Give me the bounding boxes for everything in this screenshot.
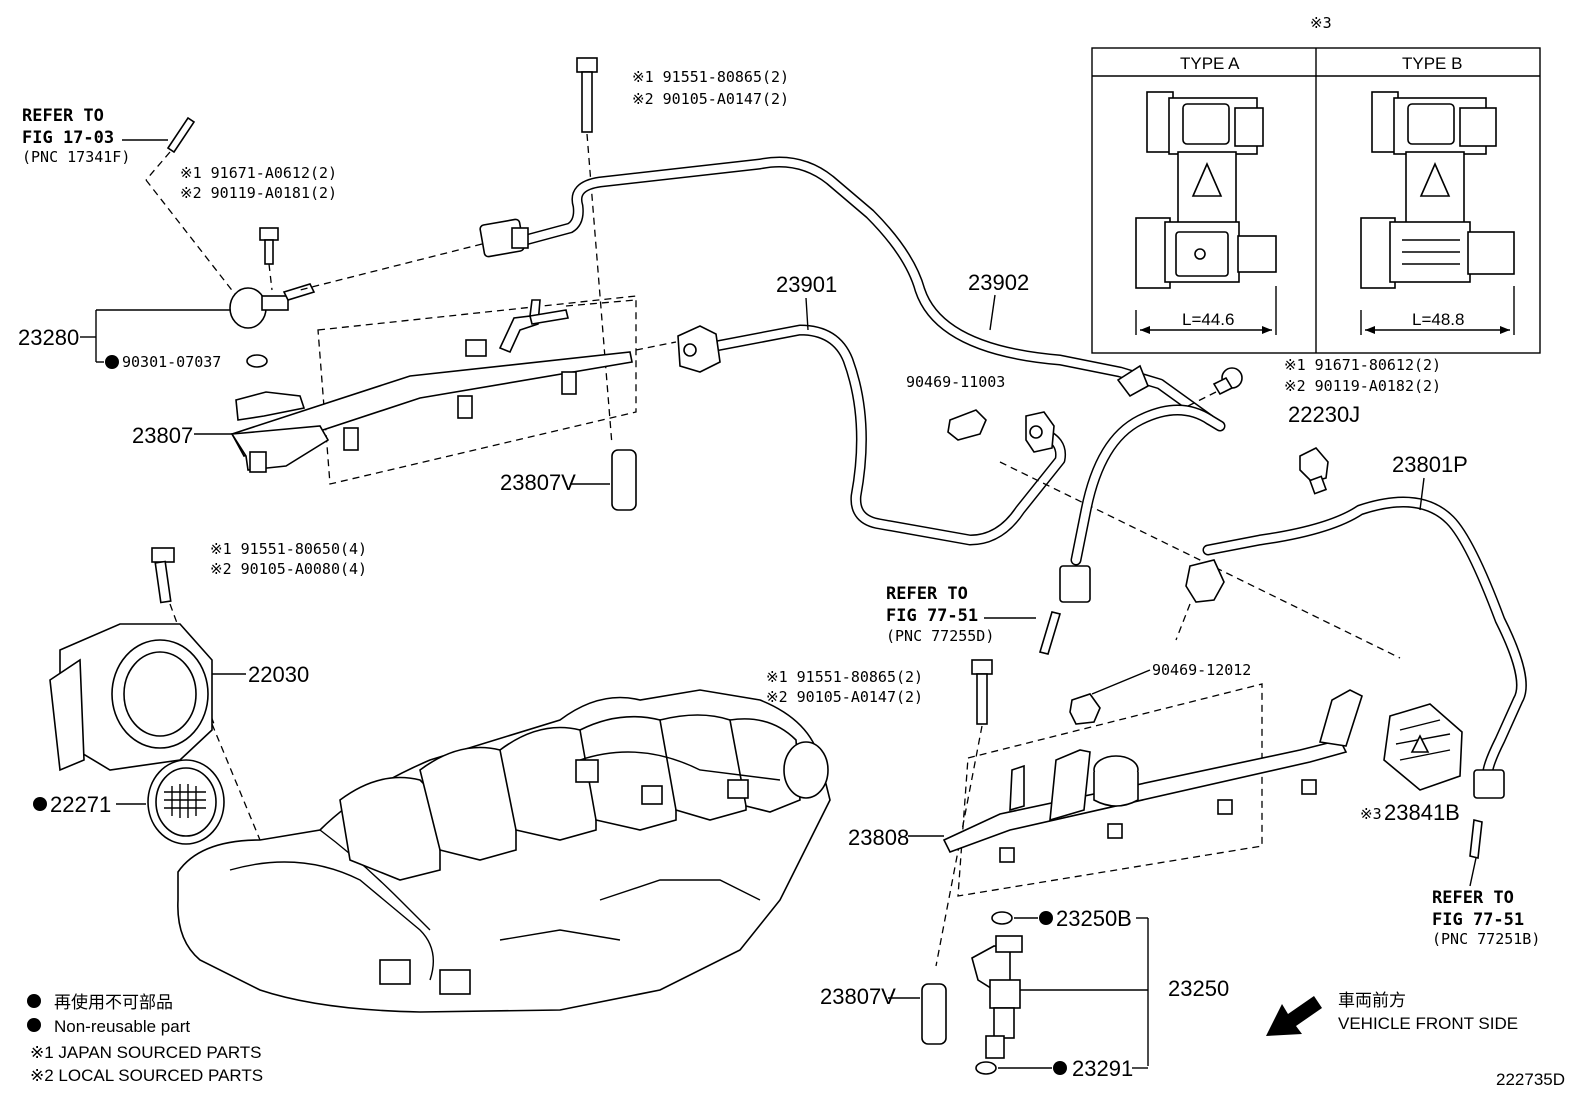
part-23250B-label: 23250B: [1056, 906, 1132, 931]
bolt-lower-2: ※2 90105-A0147(2): [766, 688, 923, 706]
legend: 再使用不可部品 Non-reusable part ※1 JAPAN SOURC…: [27, 992, 263, 1085]
type-b-length: L=48.8: [1412, 310, 1464, 329]
refer-label-3: REFER TO: [1432, 888, 1514, 908]
type-a-length: L=44.6: [1182, 310, 1234, 329]
clip-90469-11003: 90469-11003: [906, 373, 1401, 659]
hose-upper-left: [299, 156, 1216, 426]
non-reusable-dot: [105, 355, 119, 369]
part-23807V-bottom-label: 23807V: [820, 984, 896, 1009]
bolt-right-2: ※2 90119-A0182(2): [1284, 377, 1441, 395]
bolt-throttle-2: ※2 90105-A0080(4): [210, 560, 367, 578]
part-90469-11003-label: 90469-11003: [906, 373, 1005, 391]
connector-type-inset: ※3 TYPE A TYPE B L=44.6: [1091, 14, 1541, 354]
part-23807V-bottom: 23807V: [820, 983, 947, 1045]
part-23902: 23902: [968, 270, 1029, 331]
bolt-left-1: ※1 91671-A0612(2): [180, 164, 337, 182]
part-23841B-label: 23841B: [1384, 800, 1460, 825]
refer-fig-77-51-mid: REFER TO FIG 77-51 (PNC 77255D): [886, 584, 1062, 655]
vehicle-front-indicator: 車両前方 VEHICLE FRONT SIDE: [1266, 991, 1518, 1036]
part-23902-label: 23902: [968, 270, 1029, 295]
part-23250-label: 23250: [1168, 976, 1229, 1001]
refer-fig-2: FIG 77-51: [886, 606, 978, 626]
bolt-left: ※1 91671-A0612(2) ※2 90119-A0181(2): [180, 164, 337, 291]
part-23801P-label: 23801P: [1392, 452, 1468, 477]
fuel-rail-23807: [230, 295, 677, 485]
refer-fig-17-03: REFER TO FIG 17-03 (PNC 17341F): [22, 106, 239, 299]
bolt-top: ※1 91551-80865(2) ※2 90105-A0147(2): [576, 57, 789, 446]
part-90469-12012-label: 90469-12012: [1152, 661, 1251, 679]
bolt-right: ※1 91671-80612(2) ※2 90119-A0182(2): [1179, 356, 1441, 411]
intake-manifold: [177, 689, 831, 1013]
refer-fig-1: FIG 17-03: [22, 128, 114, 148]
type-b-connector: L=48.8: [1360, 91, 1515, 335]
injector-23250: 23250B 23250 23291: [971, 906, 1229, 1081]
hose-23901: 23901: [677, 272, 1067, 546]
part-23901-label: 23901: [776, 272, 837, 297]
bolt-throttle-1: ※1 91551-80650(4): [210, 540, 367, 558]
front-direction-arrow-icon: [1266, 996, 1322, 1036]
clip-90469-12012: 90469-12012: [1069, 661, 1251, 725]
bolt-left-2: ※2 90119-A0181(2): [180, 184, 337, 202]
bolt-lower: ※1 91551-80865(2) ※2 90105-A0147(2): [766, 659, 993, 967]
part-22230J-label: 22230J: [1288, 402, 1360, 427]
type-a-connector: L=44.6: [1135, 91, 1277, 335]
direction-jp: 車両前方: [1338, 991, 1406, 1010]
bolt-top-1: ※1 91551-80865(2): [632, 68, 789, 86]
legend-local-sourced: ※2 LOCAL SOURCED PARTS: [30, 1066, 263, 1085]
refer-label-1: REFER TO: [22, 106, 104, 126]
bolt-throttle: ※1 91551-80650(4) ※2 90105-A0080(4): [151, 540, 367, 725]
part-23280: 23280 90301-07037: [18, 283, 316, 371]
gasket-22271: 22271: [33, 723, 261, 845]
type-b-label: TYPE B: [1402, 54, 1462, 73]
legend-japan-sourced: ※1 JAPAN SOURCED PARTS: [30, 1043, 262, 1062]
part-23807V-top-label: 23807V: [500, 470, 576, 495]
part-23291-label: 23291: [1072, 1056, 1133, 1081]
refer-label-2: REFER TO: [886, 584, 968, 604]
fuel-rail-23808: 23808: [848, 603, 1363, 897]
hose-mid-right: [1059, 364, 1226, 603]
part-23807V-top: 23807V: [500, 449, 637, 511]
refer-fig-77-51-right: REFER TO FIG 77-51 (PNC 77251B): [1432, 819, 1540, 948]
legend-non-reusable-jp: 再使用不可部品: [54, 992, 173, 1012]
legend-non-reusable-en: Non-reusable part: [54, 1017, 190, 1036]
part-22271-label: 22271: [50, 792, 111, 817]
hose-23801P: 23801P: [1185, 452, 1527, 799]
part-23807: 23807: [132, 423, 232, 448]
part-22030-label: 22030: [248, 662, 309, 687]
refer-fig-3: FIG 77-51: [1432, 910, 1524, 930]
part-90301-label: 90301-07037: [122, 353, 221, 371]
bolt-lower-1: ※1 91551-80865(2): [766, 668, 923, 686]
throttle-body-22030: 22030: [49, 623, 309, 772]
bolt-top-2: ※2 90105-A0147(2): [632, 90, 789, 108]
type-a-label: TYPE A: [1180, 54, 1240, 73]
direction-en: VEHICLE FRONT SIDE: [1338, 1014, 1518, 1033]
connector-23841B: ※3 23841B: [1360, 703, 1463, 825]
part-23807-label: 23807: [132, 423, 193, 448]
part-23280-label: 23280: [18, 325, 79, 350]
inset-note-ref: ※3: [1310, 14, 1332, 32]
part-23841B-note: ※3: [1360, 805, 1382, 823]
part-22230J: 22230J: [1288, 402, 1360, 495]
refer-pnc-2: (PNC 77255D): [886, 627, 994, 645]
refer-pnc-1: (PNC 17341F): [22, 148, 130, 166]
part-23808-label: 23808: [848, 825, 909, 850]
bolt-right-1: ※1 91671-80612(2): [1284, 356, 1441, 374]
refer-pnc-3: (PNC 77251B): [1432, 930, 1540, 948]
figure-code: 222735D: [1496, 1070, 1565, 1089]
